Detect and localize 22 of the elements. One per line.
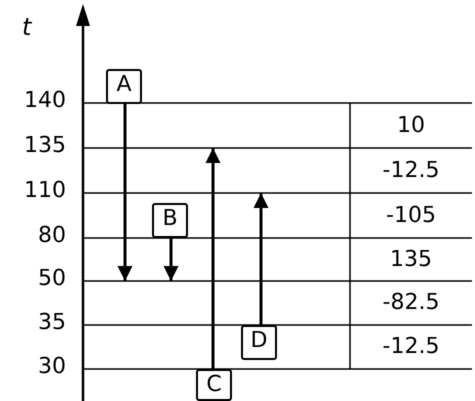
stream-label: C — [196, 369, 232, 401]
stream-label: A — [106, 69, 142, 104]
tick-label: 110 — [23, 178, 66, 204]
table-cell-text: -12.5 — [382, 158, 440, 184]
stream-label: B — [152, 203, 188, 238]
table-cell-text: -12.5 — [382, 334, 440, 360]
stream-arrow — [254, 193, 268, 325]
tick-label: 140 — [23, 88, 66, 114]
tick-label: 30 — [37, 354, 66, 380]
tick-label: 80 — [37, 223, 66, 249]
stream-arrow — [164, 238, 178, 281]
table-cell-text: 10 — [396, 112, 426, 138]
tick-label: 135 — [23, 133, 66, 159]
table-cell-text: 135 — [389, 246, 433, 272]
table-cell-text: -82.5 — [382, 290, 440, 316]
stream-arrow — [206, 148, 220, 369]
tick-label: 35 — [37, 310, 66, 336]
stream-arrow — [118, 104, 132, 281]
stream-label: D — [241, 325, 277, 360]
axis-label: t — [22, 14, 33, 40]
table-cell-text: -105 — [385, 202, 437, 228]
tick-label: 50 — [37, 266, 66, 292]
